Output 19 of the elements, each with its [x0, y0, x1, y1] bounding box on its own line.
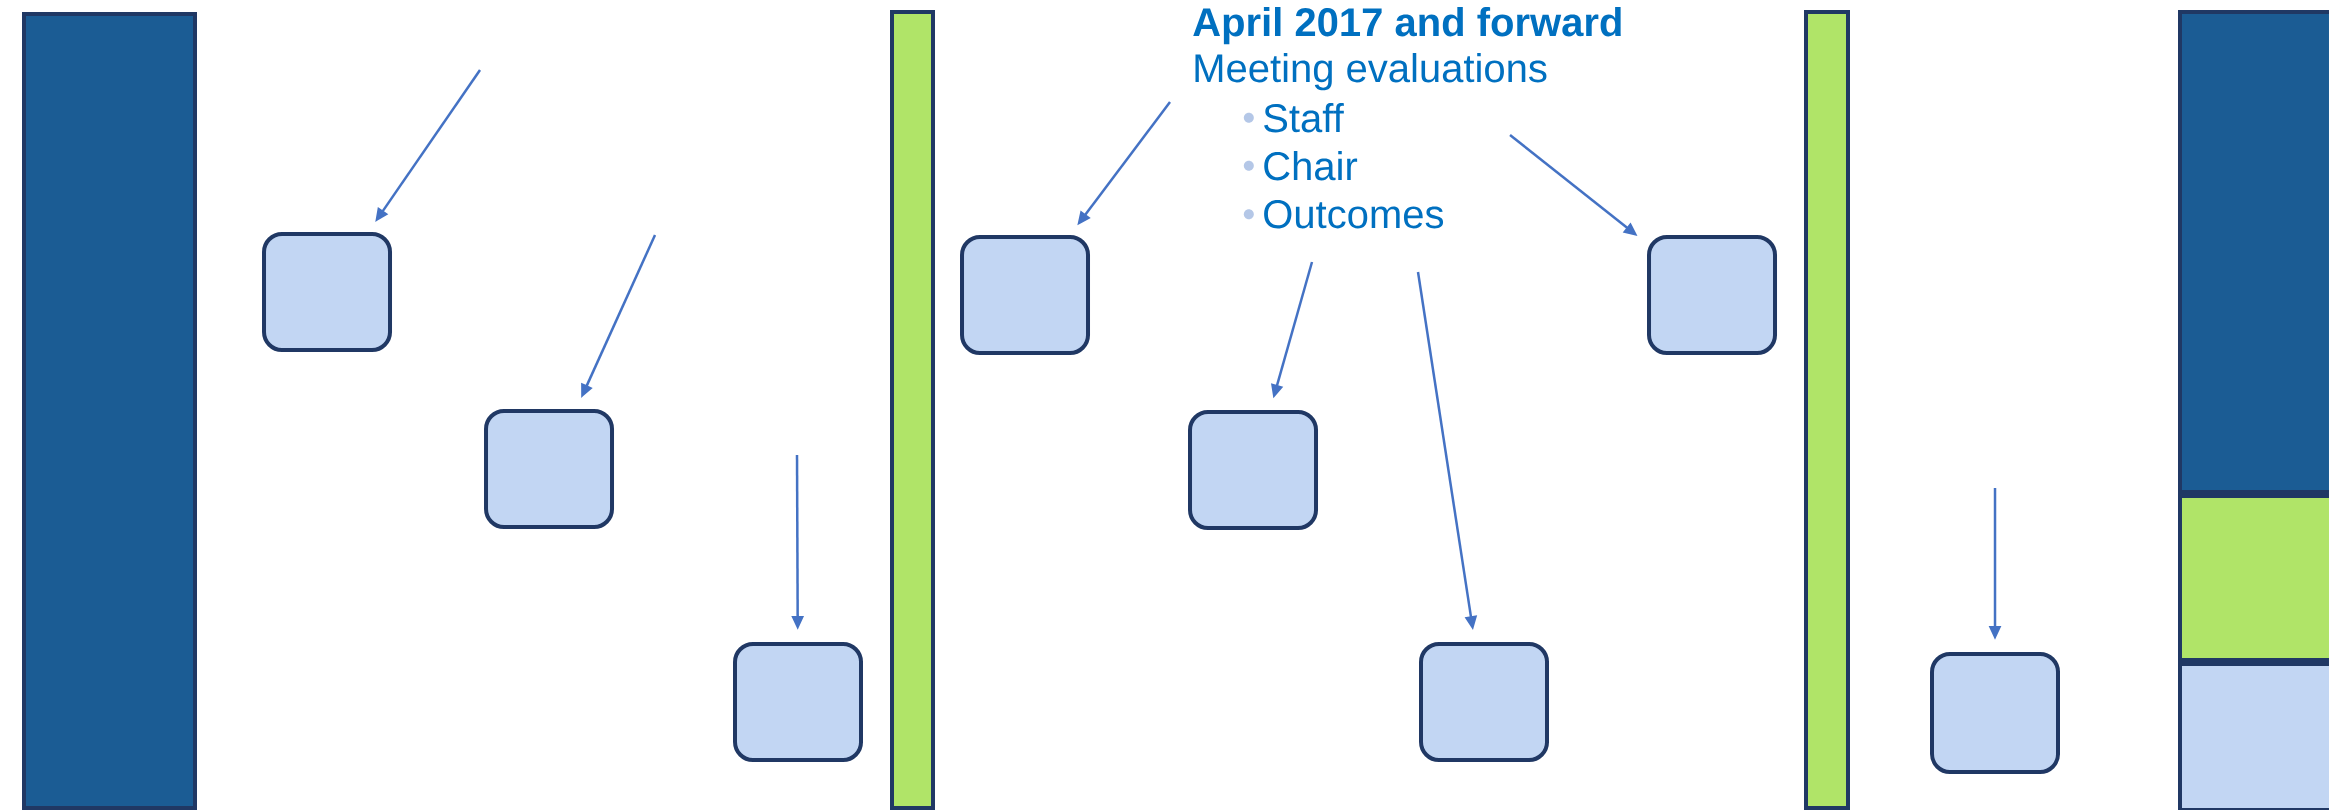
rounded-box	[733, 642, 863, 762]
bullet-item: Chair	[1243, 151, 1358, 181]
bar	[1804, 10, 1850, 810]
bar	[22, 12, 197, 810]
bar	[2178, 10, 2329, 494]
rounded-box	[484, 409, 614, 529]
bullet-item: Staff	[1243, 103, 1344, 133]
heading: April 2017 and forward	[1193, 7, 1621, 45]
rounded-box	[1188, 410, 1318, 530]
bar	[2178, 494, 2329, 662]
rounded-box	[960, 235, 1090, 355]
rounded-box	[262, 232, 392, 352]
rounded-box	[1647, 235, 1777, 355]
bar	[890, 10, 935, 810]
bar	[2178, 662, 2329, 810]
bullet-item: Outcomes	[1243, 200, 1444, 229]
rounded-box	[1930, 652, 2060, 774]
rounded-box	[1419, 642, 1549, 762]
list-heading: Meeting evaluations	[1195, 53, 1547, 91]
